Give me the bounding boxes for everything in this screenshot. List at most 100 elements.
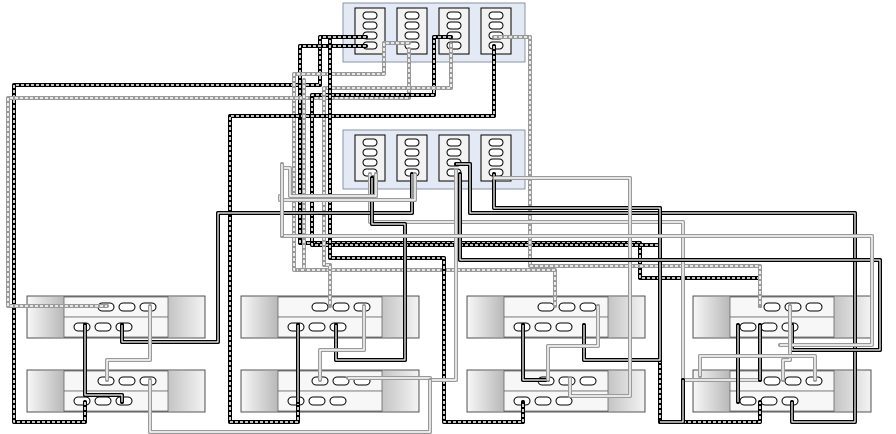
io-module [63, 316, 169, 338]
sas-cable [492, 172, 662, 362]
iom-port [558, 376, 576, 386]
power-supply-right [608, 297, 644, 337]
power-supply-right [834, 371, 870, 411]
sas-cable [105, 304, 152, 382]
sas-port [446, 11, 462, 20]
storage-shelf [466, 369, 646, 413]
iom-port [534, 396, 552, 406]
cable-core [106, 306, 151, 380]
iom-port [555, 322, 573, 332]
iom-port [579, 302, 597, 312]
iom-port [784, 302, 802, 312]
io-module [277, 370, 383, 392]
sas-port [488, 11, 504, 20]
pcie-card [438, 7, 470, 55]
pcie-card [480, 7, 512, 55]
sas-port [362, 11, 378, 20]
power-supply-left [28, 371, 64, 411]
cable-core [456, 163, 856, 423]
iom-port [118, 302, 136, 312]
iom-port [73, 396, 91, 406]
cable-core [282, 167, 377, 197]
iom-port [94, 322, 112, 332]
iom-port [329, 396, 347, 406]
iom-port [308, 322, 326, 332]
sas-port [362, 21, 378, 30]
storage-shelves [26, 295, 872, 413]
sas-cable [6, 47, 411, 308]
iom-port [558, 302, 576, 312]
power-supply-left [468, 297, 504, 337]
io-module [729, 296, 835, 318]
cable-core [494, 177, 631, 397]
io-module [729, 390, 835, 412]
iom-port [73, 322, 91, 332]
sas-port [362, 158, 378, 167]
iom-port [760, 322, 778, 332]
sas-port [404, 21, 420, 30]
cable-core [293, 42, 556, 306]
sas-port [404, 148, 420, 157]
power-supply-left [694, 297, 730, 337]
cable-sheath [310, 35, 762, 424]
iom-port [763, 376, 781, 386]
io-module [63, 370, 169, 392]
sas-port [404, 158, 420, 167]
power-supply-left [242, 297, 278, 337]
sas-cable [658, 378, 685, 424]
sas-cable [328, 38, 525, 424]
sas-port [404, 138, 420, 147]
sas-port [488, 21, 504, 30]
sas-port [488, 158, 504, 167]
power-supply-right [382, 297, 418, 337]
sas-port [446, 138, 462, 147]
cable-core [13, 36, 366, 423]
sas-cable [318, 304, 366, 382]
iom-port [94, 396, 112, 406]
cable-core [547, 306, 599, 380]
sas-cable [546, 304, 600, 382]
sas-cable [228, 44, 496, 424]
power-supply-left [28, 297, 64, 337]
iom-port [537, 302, 555, 312]
cable-core [311, 36, 761, 423]
cable-core [329, 40, 524, 423]
cable-core [782, 306, 791, 380]
iom-port [308, 396, 326, 406]
sas-cable [83, 323, 124, 404]
pcie-card [396, 7, 428, 55]
sas-cable [322, 42, 453, 308]
sas-cable [492, 35, 762, 308]
sas-cable [698, 354, 817, 382]
sas-cable [120, 172, 414, 344]
sas-port [404, 31, 420, 40]
cable-core [319, 306, 365, 380]
cable-sheath [492, 176, 632, 398]
sas-port [404, 11, 420, 20]
iom-port [332, 376, 350, 386]
io-module [503, 370, 609, 392]
cable-core [493, 174, 661, 361]
iom-port [534, 322, 552, 332]
iom-port [760, 396, 778, 406]
power-supply-right [834, 297, 870, 337]
storage-shelf [692, 295, 872, 339]
sas-port [446, 21, 462, 30]
sas-port [362, 138, 378, 147]
power-supply-right [608, 371, 644, 411]
storage-shelf [26, 369, 206, 413]
sas-cable [454, 162, 857, 424]
sas-cable [298, 78, 306, 272]
io-module [277, 316, 383, 338]
cable-sheath [658, 378, 685, 424]
sas-cable [12, 35, 368, 424]
sas-cable [521, 323, 550, 382]
iom-port [739, 322, 757, 332]
iom-port [784, 376, 802, 386]
sas-port [446, 148, 462, 157]
power-supply-right [168, 371, 204, 411]
sas-port [488, 148, 504, 157]
io-module [729, 316, 835, 338]
cable-core [121, 174, 413, 343]
iom-port [332, 302, 350, 312]
